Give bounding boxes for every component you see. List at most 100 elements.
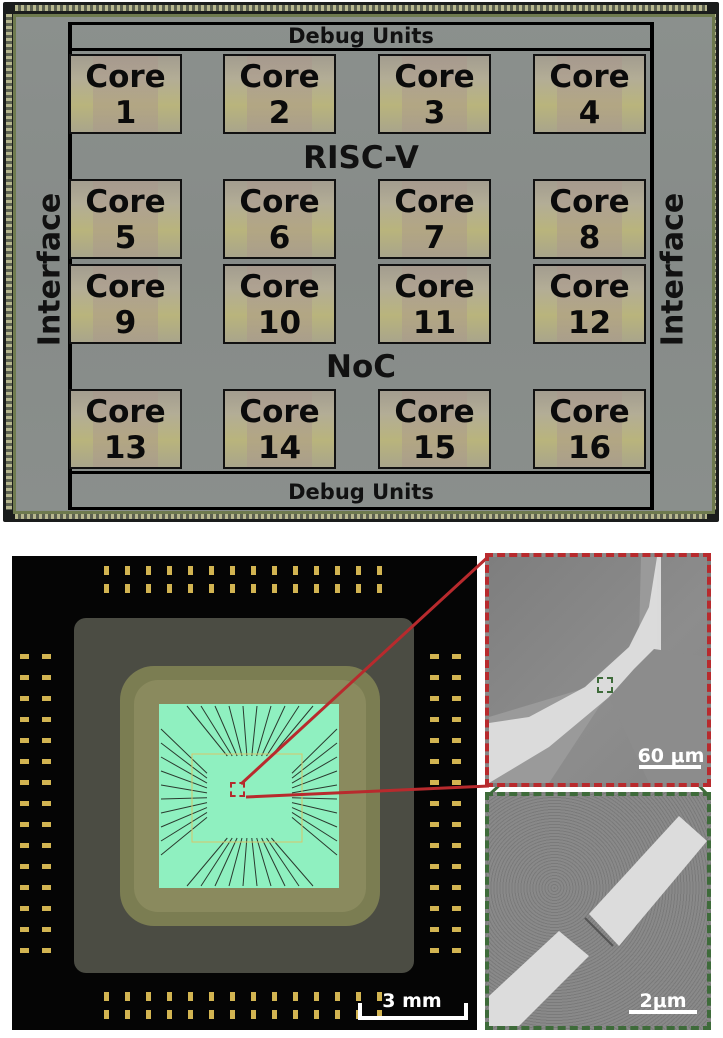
- bond-wire: [266, 705, 300, 757]
- core-number-label: 13: [103, 430, 148, 466]
- bond-wire: [256, 705, 272, 757]
- package-lead: [356, 992, 361, 1001]
- bond-wire: [214, 837, 238, 887]
- package-lead: [230, 1010, 235, 1019]
- bond-wire: [291, 728, 338, 774]
- package-lead: [430, 927, 439, 932]
- scale-bar-2um-label: 2μm: [639, 990, 687, 1012]
- package-lead: [430, 822, 439, 827]
- bond-wire: [261, 705, 286, 757]
- package-lead: [188, 1010, 193, 1019]
- core-number-label: 14: [257, 430, 302, 466]
- package-lead: [377, 992, 382, 1001]
- core-number-label: 6: [268, 220, 291, 256]
- package-lead: [452, 906, 461, 911]
- bond-wire: [261, 837, 286, 887]
- scale-bar-tick-right: [464, 1003, 468, 1020]
- package-lead: [314, 992, 319, 1001]
- package-lead: [20, 801, 29, 806]
- package-lead: [42, 654, 51, 659]
- package-lead: [167, 1010, 172, 1019]
- package-lead: [335, 992, 340, 1001]
- package-lead: [167, 584, 172, 593]
- package-lead: [146, 992, 151, 1001]
- debug-bottom-divider: [68, 471, 654, 474]
- package-lead: [104, 1010, 109, 1019]
- bond-wire: [256, 837, 272, 887]
- bond-wire: [271, 705, 314, 757]
- package-lead: [293, 992, 298, 1001]
- scale-bar: [358, 1016, 468, 1020]
- package-lead: [230, 584, 235, 593]
- package-lead: [377, 1010, 382, 1019]
- core-number-label: 4: [578, 95, 601, 131]
- scale-bar-tick-left: [358, 1003, 362, 1020]
- package-lead: [104, 566, 109, 575]
- package-lead: [42, 780, 51, 785]
- bond-wire: [291, 812, 338, 842]
- package-lead: [42, 717, 51, 722]
- package-lead: [42, 822, 51, 827]
- package-lead: [452, 843, 461, 848]
- package-lead: [335, 1010, 340, 1019]
- package-lead: [430, 885, 439, 890]
- bond-wire: [160, 802, 208, 814]
- sem-2um-image: [489, 816, 707, 1026]
- package-lead: [20, 717, 29, 722]
- right-frame-line: [650, 22, 654, 510]
- bond-wire: [291, 807, 338, 828]
- package-lead: [452, 927, 461, 932]
- bond-wire: [214, 705, 238, 757]
- package-lead: [42, 948, 51, 953]
- top-frame-line: [68, 22, 654, 25]
- package-lead: [430, 948, 439, 953]
- core-number-label: 15: [412, 430, 457, 466]
- core-word-label: Core: [85, 394, 166, 430]
- package-lead: [314, 1010, 319, 1019]
- bond-wire: [242, 705, 248, 757]
- bond-wire: [200, 837, 233, 887]
- scale-bar-2um: [629, 1010, 697, 1014]
- bond-wire: [186, 705, 228, 757]
- package-lead: [209, 1010, 214, 1019]
- package-lead: [20, 927, 29, 932]
- package-lead: [20, 696, 29, 701]
- package-lead: [452, 948, 461, 953]
- core-number-label: 3: [423, 95, 446, 131]
- package-lead: [430, 864, 439, 869]
- left-pad-ring: [6, 14, 12, 510]
- package-lead: [42, 759, 51, 764]
- package-photo: 3 mm: [12, 556, 477, 1030]
- scale-bar-60um-label: 60 μm: [637, 745, 705, 767]
- scale-bar-label: 3 mm: [382, 990, 442, 1012]
- package-lead: [20, 654, 29, 659]
- bond-wire: [251, 837, 258, 887]
- core-word-label: Core: [239, 394, 320, 430]
- package-lead: [42, 885, 51, 890]
- sem-inset-2um: 2μm: [485, 792, 711, 1030]
- core-number-label: 12: [567, 305, 612, 341]
- package-lead: [20, 864, 29, 869]
- core-word-label: Core: [239, 184, 320, 220]
- package-lead: [42, 927, 51, 932]
- die-diagram: Debug Units Debug Units RISC-V NoC Inter…: [3, 2, 719, 522]
- package-lead: [452, 864, 461, 869]
- core-word-label: Core: [85, 184, 166, 220]
- bond-wire: [186, 837, 228, 887]
- bond-wire: [228, 705, 243, 757]
- package-lead: [430, 801, 439, 806]
- bond-wire: [160, 728, 208, 774]
- package-lead: [452, 801, 461, 806]
- package-lead: [125, 566, 130, 575]
- core-number-label: 7: [423, 220, 446, 256]
- bond-wire: [160, 812, 208, 842]
- core-number-label: 2: [268, 95, 291, 131]
- sem-60um-image: [489, 557, 707, 783]
- package-lead: [230, 566, 235, 575]
- package-lead: [251, 992, 256, 1001]
- package-lead: [251, 1010, 256, 1019]
